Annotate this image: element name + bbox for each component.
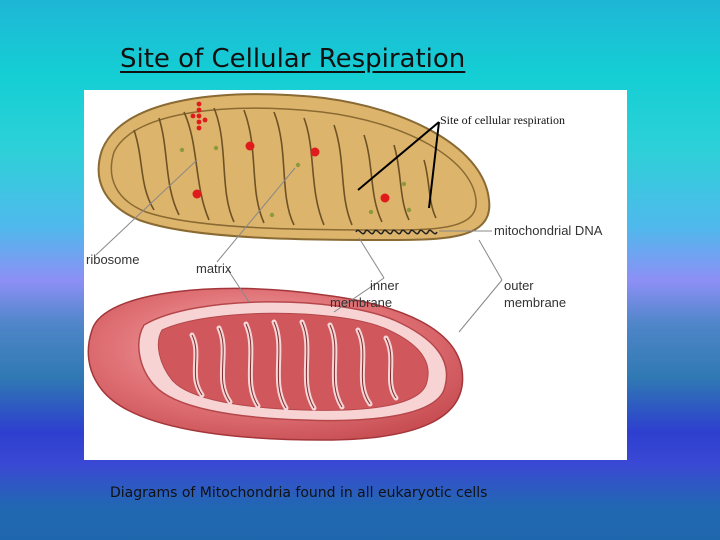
mitochondria-diagram: Site of cellular respiration mitochondri…	[86, 93, 603, 441]
figure-caption: Diagrams of Mitochondria found in all eu…	[110, 485, 488, 501]
label-inner-membrane-line2: membrane	[330, 295, 392, 310]
callout-site-of-cellular-respiration: Site of cellular respiration	[440, 113, 565, 127]
mitochondrial-dna-coil	[355, 229, 438, 235]
label-inner-membrane-line1: inner	[370, 278, 400, 293]
ribosome-dots	[190, 101, 390, 203]
label-ribosome: ribosome	[86, 252, 139, 267]
label-matrix: matrix	[196, 261, 232, 276]
label-mitochondrial-dna: mitochondrial DNA	[494, 223, 603, 238]
leader-lines	[95, 159, 503, 333]
top-mitochondrion	[97, 93, 491, 241]
slide-title: Site of Cellular Respiration	[120, 44, 466, 74]
label-outer-membrane-line1: outer	[504, 278, 534, 293]
bottom-mitochondrion	[87, 287, 464, 441]
label-outer-membrane-line2: membrane	[504, 295, 566, 310]
mitochondria-figure: Site of cellular respiration mitochondri…	[84, 90, 627, 460]
callout-lines	[357, 121, 440, 209]
